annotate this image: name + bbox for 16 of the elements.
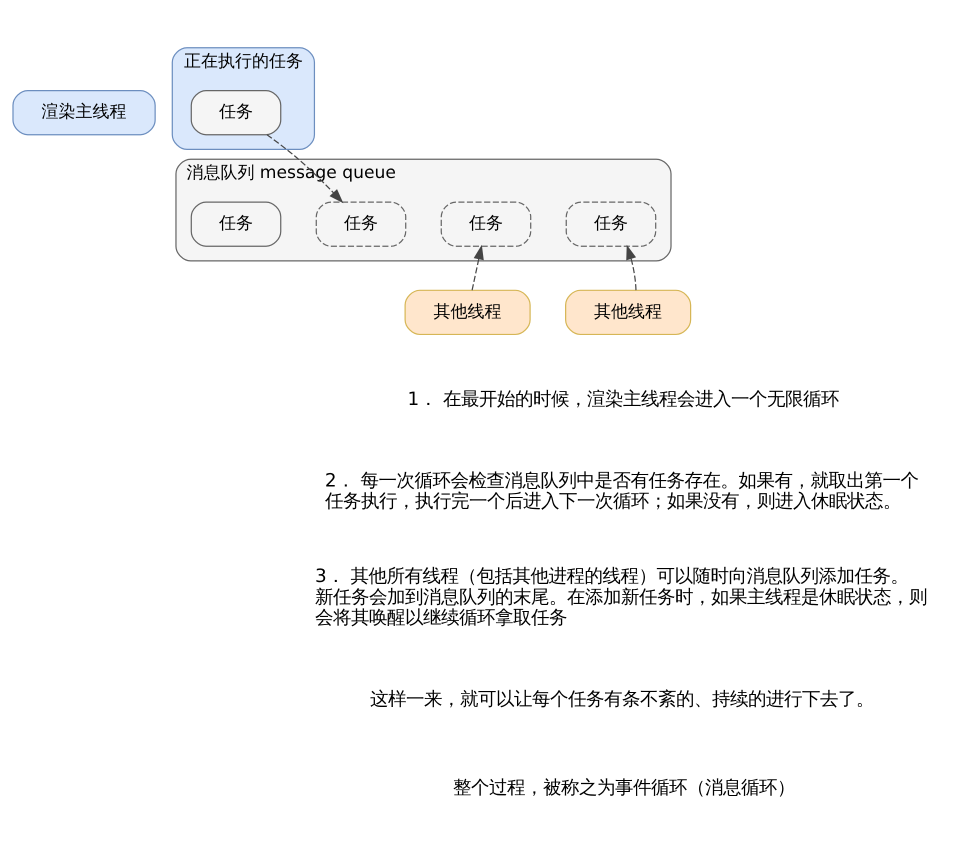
node-box: 任务	[316, 201, 406, 247]
node-box: 任务	[440, 201, 532, 247]
node-box: 渲染主线程	[12, 90, 156, 136]
node-box: 任务	[190, 90, 282, 136]
label: 2． 每一次循环会检查消息队列中是否有任务存在。如果有，就取出第一个任务执行，执行完一个后进入下一次循环；如果没有，则进入休眠状态。	[324, 470, 918, 512]
node-box: 任务	[190, 201, 282, 247]
arrow	[266, 134, 344, 204]
label: 整个过程，被称之为事件循环（消息循环）	[452, 777, 795, 798]
node-box: 任务	[566, 201, 656, 247]
label: 1． 在最开始的时候，渲染主线程会进入一个无限循环	[408, 388, 840, 410]
label: 3． 其他所有线程（包括其他进程的线程）可以随时向消息队列添加任务。新任务会加到消息队列的末尾。在添加新任务时，如果主线程是休眠状态，则会将其唤醒以继续循环拿取任务	[315, 566, 928, 629]
arrow	[472, 244, 484, 290]
label: 这样一来，就可以让每个任务有条不紊的、持续的进行下去了。	[370, 689, 874, 710]
node-box: 其他线程	[565, 290, 692, 336]
node-box: 其他线程	[404, 290, 531, 336]
arrow	[626, 244, 637, 290]
